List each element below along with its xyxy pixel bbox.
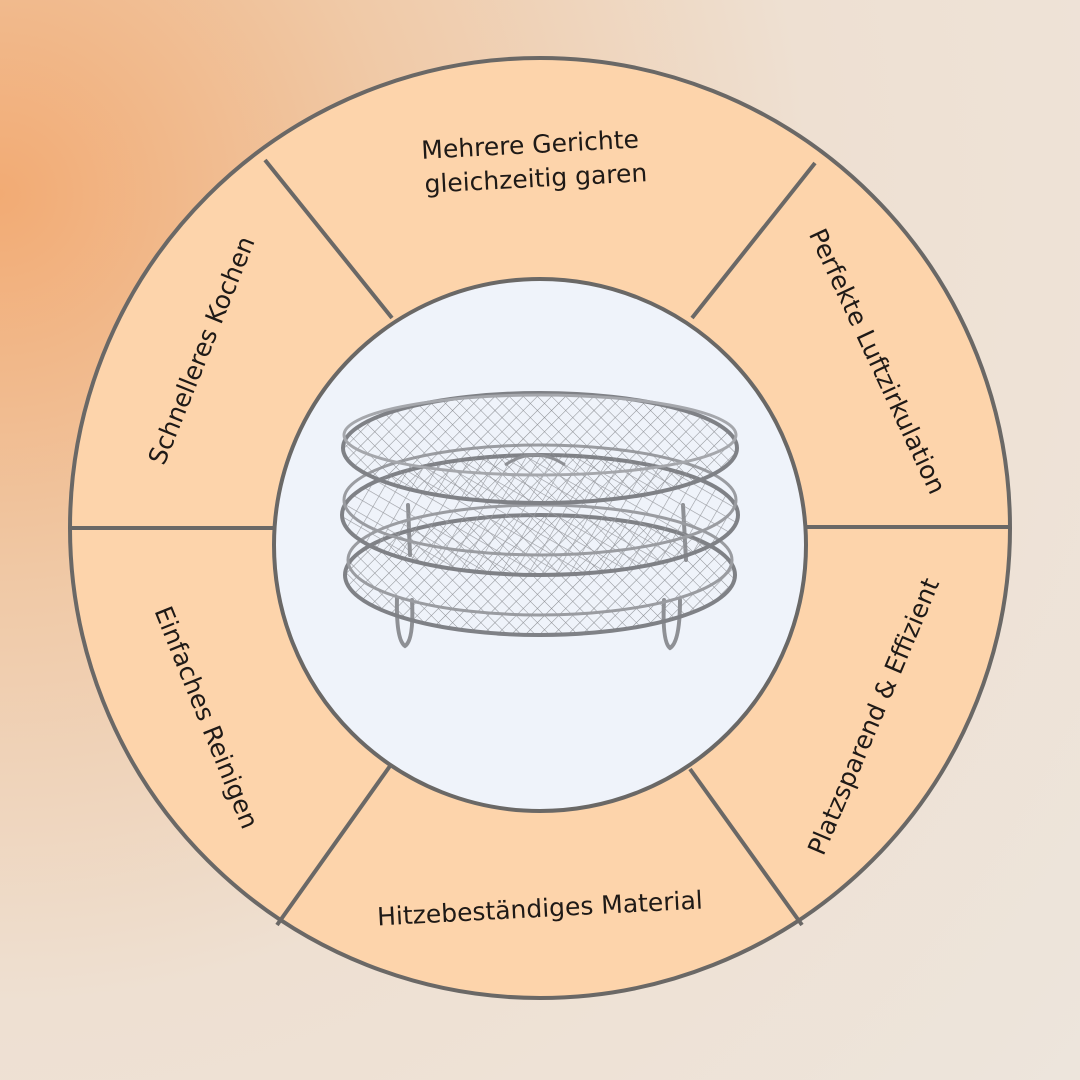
air-fryer-rack-image bbox=[340, 391, 740, 651]
rack-top bbox=[341, 391, 739, 505]
segment-dividers bbox=[71, 158, 1008, 927]
